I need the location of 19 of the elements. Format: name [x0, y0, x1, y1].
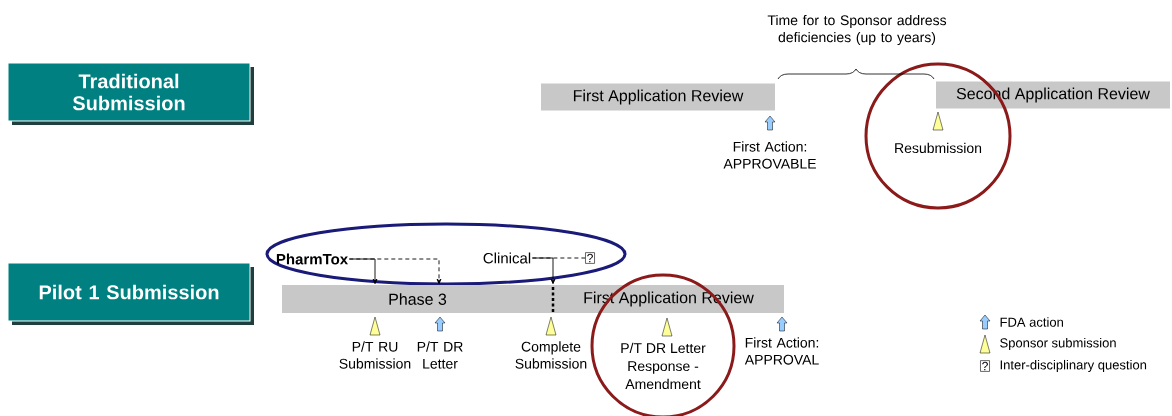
connector: [348, 258, 442, 285]
legend-text: Inter-disciplinary question: [1000, 359, 1147, 373]
annotation-text: First Action: APPROVABLE: [723, 141, 816, 169]
timeline-bar: Phase 3: [282, 285, 553, 313]
annotation-text: Complete Submission: [515, 341, 587, 369]
annotation-text: P/T RU Submission: [339, 341, 411, 369]
timeline-bar: First Application Review: [541, 83, 775, 111]
discipline-label: Clinical: [483, 252, 531, 264]
legend-text: FDA action: [1000, 317, 1063, 327]
legend-text: Sponsor submission: [1000, 337, 1116, 351]
question-box: ?: [585, 252, 595, 264]
title-box: Traditional Submission: [7, 62, 254, 125]
annotation-text: Time for to Sponsor address deficiencies (up to years): [767, 15, 947, 45]
annotation-text: P/T DR Letter: [417, 341, 463, 369]
discipline-label: PharmTox: [276, 253, 348, 265]
title-box: Pilot 1 Submission: [7, 262, 254, 325]
connector: [531, 257, 586, 259]
annotation-text: First Action: APPROVAL: [744, 337, 819, 365]
highlight-ellipse: [265, 222, 627, 286]
